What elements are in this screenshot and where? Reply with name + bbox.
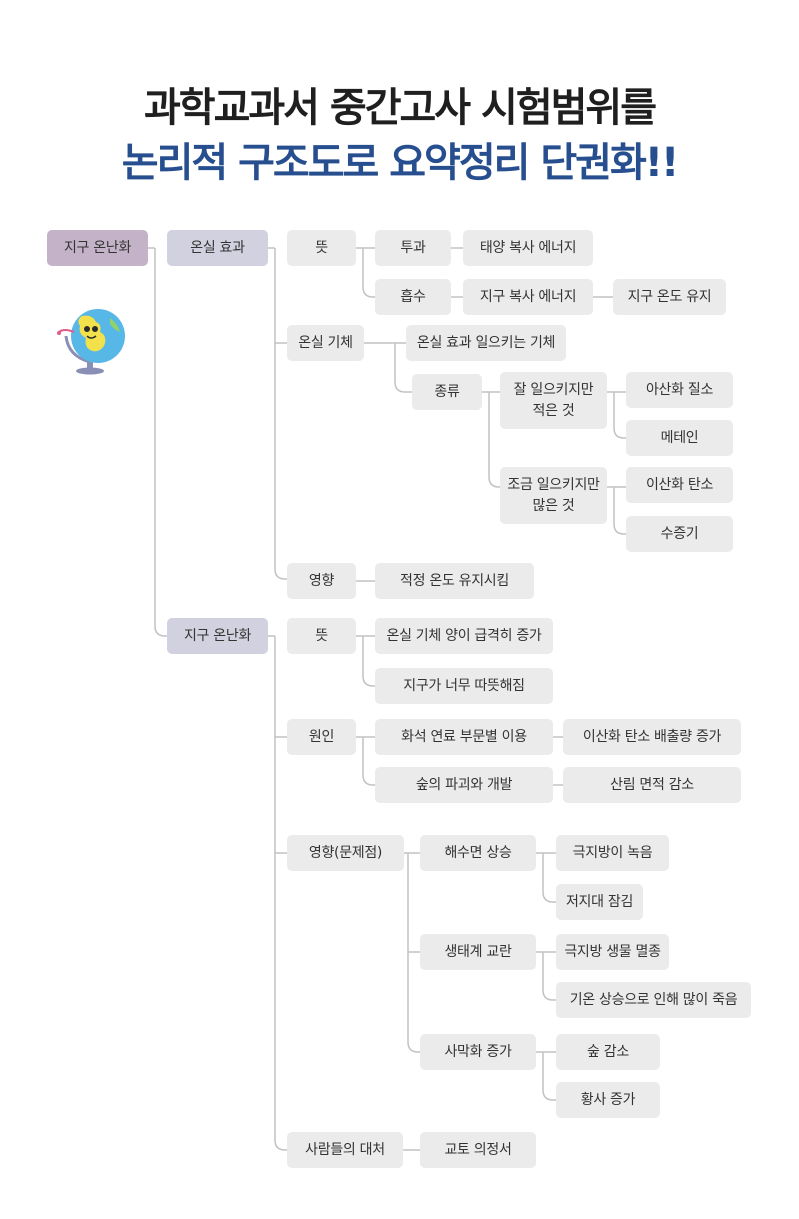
globe-stand-base xyxy=(76,367,104,375)
node-ge-meaning: 뜻 xyxy=(287,230,356,266)
node-vapor: 수증기 xyxy=(626,516,733,552)
globe-stand-post xyxy=(87,360,93,368)
node-gw-meaning: 뜻 xyxy=(287,618,356,654)
globe-eye-left xyxy=(84,326,90,332)
node-keep-proper: 적정 온도 유지시킴 xyxy=(375,563,534,599)
globe-eye-right xyxy=(92,326,98,332)
node-gh-gas-def: 온실 효과 일으키는 기체 xyxy=(406,325,566,361)
node-impact: 영향(문제점) xyxy=(287,835,404,871)
node-response: 사람들의 대처 xyxy=(287,1132,403,1168)
node-kinds: 종류 xyxy=(412,374,482,410)
globe-arm xyxy=(58,329,75,333)
globe-continent xyxy=(78,315,106,352)
node-forest-decrease: 산림 면적 감소 xyxy=(563,767,741,803)
headline-line-2: 논리적 구조도로 요약정리 단권화!! xyxy=(121,140,679,186)
node-ge-effect: 영향 xyxy=(287,563,356,599)
globe-island xyxy=(110,318,120,332)
node-lowland-sink: 저지대 잠김 xyxy=(556,884,643,920)
globe-stand-arc xyxy=(64,335,91,364)
node-strong-many: 조금 일으키지만 많은 것 xyxy=(500,467,607,524)
globe-hand xyxy=(57,331,61,335)
node-heat-death: 기온 상승으로 인해 많이 죽음 xyxy=(556,982,751,1018)
node-absorb: 흡수 xyxy=(375,279,451,315)
node-desert: 사막화 증가 xyxy=(420,1034,536,1070)
node-root: 지구 온난화 xyxy=(47,230,148,266)
node-yellow-dust: 황사 증가 xyxy=(556,1082,660,1118)
node-sea-rise: 해수면 상승 xyxy=(420,835,536,871)
globe-smile xyxy=(86,335,97,339)
node-gas-increase: 온실 기체 양이 급격히 증가 xyxy=(375,618,553,654)
node-polar-extinct: 극지방 생물 멸종 xyxy=(556,934,669,970)
node-methane: 메테인 xyxy=(626,420,733,456)
node-greenhouse-effect: 온실 효과 xyxy=(167,230,268,266)
node-global-warming: 지구 온난화 xyxy=(167,618,268,654)
node-keep-temp: 지구 온도 유지 xyxy=(613,279,726,315)
node-ice-melt: 극지방이 녹음 xyxy=(556,835,669,871)
node-gh-gas: 온실 기체 xyxy=(287,325,364,361)
node-too-warm: 지구가 너무 따뜻해짐 xyxy=(375,668,553,704)
node-deforest: 숲의 파괴와 개발 xyxy=(375,767,553,803)
node-transmit: 투과 xyxy=(375,230,451,266)
node-solar-energy: 태양 복사 에너지 xyxy=(463,230,593,266)
node-forest-loss: 숲 감소 xyxy=(556,1034,660,1070)
node-cause: 원인 xyxy=(287,719,356,755)
node-weak-few: 잘 일으키지만 적은 것 xyxy=(500,372,607,429)
globe-character-icon xyxy=(57,309,125,375)
node-n2o: 아산화 질소 xyxy=(626,372,733,408)
node-eco-disrupt: 생태계 교란 xyxy=(420,934,536,970)
node-kyoto: 교토 의정서 xyxy=(420,1132,536,1168)
node-fossil-fuel: 화석 연료 부문별 이용 xyxy=(375,719,553,755)
node-co2-increase: 이산화 탄소 배출량 증가 xyxy=(563,719,741,755)
node-earth-energy: 지구 복사 에너지 xyxy=(463,279,593,315)
node-co2: 이산화 탄소 xyxy=(626,467,733,503)
headline-line-1: 과학교과서 중간고사 시험범위를 xyxy=(143,85,657,131)
